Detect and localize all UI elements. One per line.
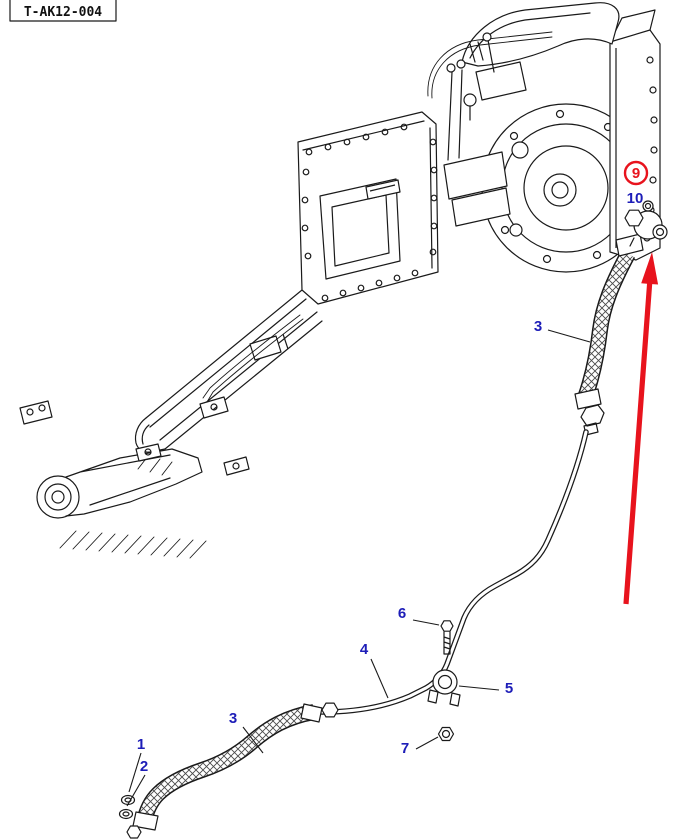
clamp-ear-right bbox=[449, 692, 461, 707]
axle-pad-left bbox=[135, 443, 162, 462]
shifter-tower bbox=[475, 61, 527, 101]
overhead-pipe bbox=[427, 31, 553, 99]
doc-code-border bbox=[9, 0, 117, 22]
control-rods bbox=[447, 69, 463, 161]
end-nut bbox=[126, 825, 142, 839]
port-ring-inner bbox=[655, 227, 665, 237]
clamp-ring bbox=[432, 669, 458, 695]
beam-end-cylinder bbox=[134, 417, 166, 453]
axle-housing bbox=[19, 400, 250, 559]
hose-lower-collar-left bbox=[132, 811, 159, 831]
nut-hole bbox=[441, 729, 451, 739]
bolt-shaft bbox=[443, 631, 451, 655]
nut-hex bbox=[437, 726, 455, 742]
callout-3-upper[interactable]: 3 bbox=[534, 318, 542, 335]
axle-boss-rings bbox=[36, 475, 80, 519]
hose-lower-hex bbox=[321, 702, 339, 718]
callout-3-lower[interactable]: 3 bbox=[229, 710, 237, 727]
leader-4 bbox=[370, 658, 389, 699]
hose-lower-braid bbox=[137, 705, 316, 824]
beam-lines bbox=[145, 289, 323, 450]
hose-upper-braid bbox=[578, 250, 634, 401]
callout-4[interactable]: 4 bbox=[360, 641, 369, 658]
bolt-head bbox=[440, 620, 454, 632]
tube-inner bbox=[320, 430, 588, 714]
mount-bracket bbox=[19, 400, 53, 425]
doc-code: T-AK12-004 bbox=[24, 5, 102, 20]
hose-lower-collar-right bbox=[300, 703, 323, 723]
callout-1[interactable]: 1 bbox=[137, 736, 145, 753]
shift-lever bbox=[487, 39, 495, 73]
leader-3-upper bbox=[547, 329, 591, 343]
o-ring-inner bbox=[644, 202, 652, 210]
bolt-holes bbox=[301, 123, 438, 302]
leader-lines bbox=[126, 329, 591, 807]
axle-pad-right bbox=[223, 456, 250, 476]
lever-knob bbox=[482, 32, 492, 42]
highlight-arrow bbox=[623, 252, 659, 605]
beam-bracket bbox=[199, 396, 229, 419]
valve-body-upper bbox=[443, 151, 508, 200]
port-ring bbox=[652, 224, 668, 240]
hub-ring bbox=[543, 173, 577, 207]
hose-upper bbox=[574, 233, 644, 436]
valve-body-lower bbox=[451, 187, 511, 227]
tube-outer bbox=[319, 429, 589, 715]
callout-2[interactable]: 2 bbox=[140, 758, 148, 775]
hose-lower-outline bbox=[136, 704, 316, 824]
callouts: 1 2 3 3 4 5 6 7 9 10 bbox=[137, 165, 644, 775]
filler-cap bbox=[463, 93, 477, 107]
port-circle-upper bbox=[511, 141, 529, 159]
callout-9-highlighted[interactable]: 9 bbox=[632, 165, 640, 182]
support-beam bbox=[134, 289, 323, 476]
id-plate bbox=[365, 179, 401, 200]
axle-body bbox=[65, 448, 203, 517]
fitting-assembly bbox=[624, 200, 668, 247]
rod-knob-left bbox=[446, 63, 456, 73]
fitting-hex bbox=[624, 209, 644, 227]
duct-inner-line bbox=[469, 12, 591, 59]
washer-2 bbox=[118, 808, 134, 820]
plate-bolt-holes bbox=[643, 56, 658, 242]
callout-5[interactable]: 5 bbox=[505, 680, 513, 697]
side-cover bbox=[319, 178, 401, 280]
ground-hatching bbox=[59, 530, 207, 559]
leader-7 bbox=[415, 736, 439, 750]
doc-code-box: T-AK12-004 bbox=[9, 0, 117, 22]
clamp-ear-left bbox=[427, 689, 439, 704]
leader-2 bbox=[126, 774, 146, 807]
steel-tube bbox=[319, 429, 589, 715]
gearbox-case bbox=[297, 111, 439, 305]
leader-1 bbox=[128, 752, 142, 793]
fitting-link bbox=[629, 237, 635, 247]
hose-lower bbox=[132, 702, 339, 831]
hub-center bbox=[551, 181, 569, 199]
clamp-ring-inner bbox=[437, 674, 453, 690]
callout-10[interactable]: 10 bbox=[627, 190, 644, 207]
leader-5 bbox=[458, 685, 500, 691]
washer-2-inner bbox=[122, 811, 130, 817]
clamp-assembly bbox=[427, 620, 461, 742]
pipe-along-beam bbox=[202, 314, 304, 403]
leader-3-lower bbox=[242, 726, 264, 754]
rod-knob-right bbox=[456, 59, 466, 69]
o-ring bbox=[642, 200, 654, 212]
end-fittings bbox=[118, 794, 142, 839]
port-circle-lower bbox=[509, 223, 523, 237]
duct-outline bbox=[461, 2, 620, 67]
bell-inner-ring bbox=[523, 145, 609, 231]
shifter-cluster bbox=[443, 32, 529, 237]
hose-upper-collar-bottom bbox=[574, 388, 602, 410]
beam-collar bbox=[249, 333, 289, 361]
highlight-circle bbox=[623, 160, 649, 186]
hose-upper-collar-top bbox=[615, 233, 644, 257]
overhead-pipe-lines bbox=[427, 31, 553, 99]
callout-7[interactable]: 7 bbox=[401, 740, 409, 757]
callout-6[interactable]: 6 bbox=[398, 605, 406, 622]
leader-6 bbox=[412, 619, 440, 626]
